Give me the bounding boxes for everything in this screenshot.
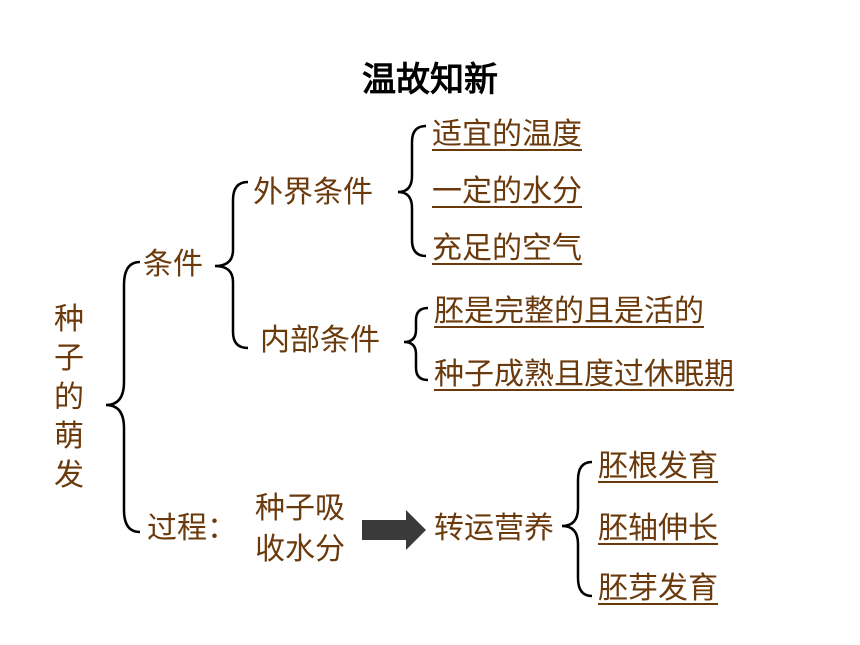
process-label: 过程： — [147, 511, 237, 546]
condition-brace — [214, 180, 249, 350]
external-item-temperature: 适宜的温度 — [432, 117, 582, 152]
internal-conditions-label: 内部条件 — [260, 323, 380, 358]
process-step-absorb-line2: 收水分 — [255, 532, 345, 567]
arrow-icon — [362, 510, 426, 550]
conditions-label: 条件 — [143, 247, 203, 282]
internal-item-embryo: 胚是完整的且是活的 — [434, 294, 704, 329]
root-label: 种子的萌发 — [54, 302, 84, 493]
result-hypocotyl: 胚轴伸长 — [598, 511, 718, 546]
root-brace — [105, 260, 141, 534]
internal-item-dormancy: 种子成熟且度过休眠期 — [434, 357, 734, 392]
external-item-air: 充足的空气 — [432, 231, 582, 266]
external-brace — [397, 124, 427, 258]
external-conditions-label: 外界条件 — [253, 175, 373, 210]
internal-brace — [403, 306, 429, 382]
result-plumule: 胚芽发育 — [598, 571, 718, 606]
process-step-absorb-line1: 种子吸 — [255, 491, 345, 526]
result-radicle: 胚根发育 — [598, 449, 718, 484]
process-brace — [561, 460, 593, 598]
process-step-transport: 转运营养 — [434, 511, 554, 546]
diagram-title: 温故知新 — [362, 60, 498, 100]
external-item-water: 一定的水分 — [432, 174, 582, 209]
